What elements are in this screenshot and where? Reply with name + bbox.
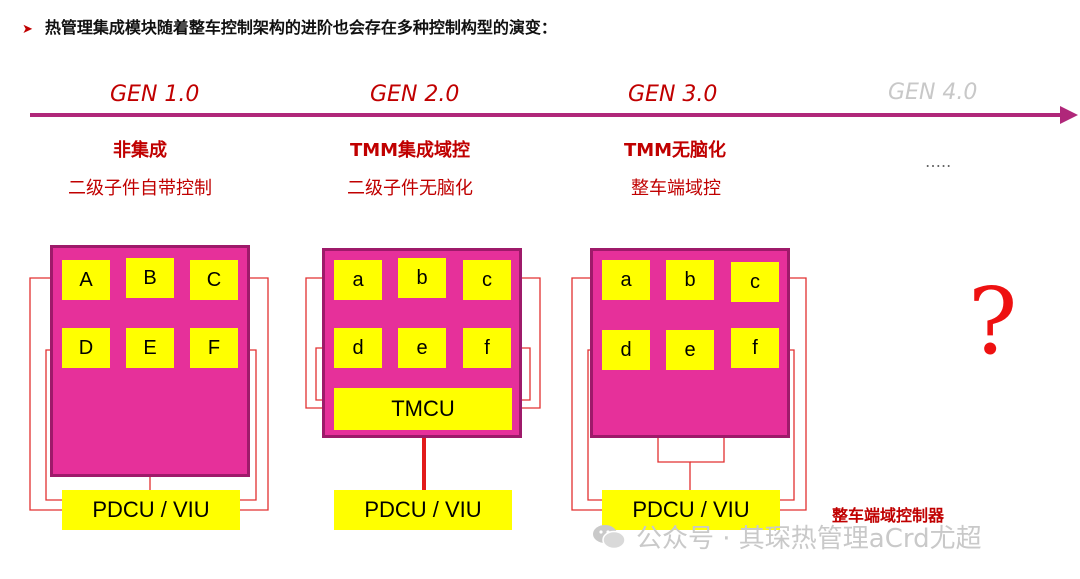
gen4-ellipsis: ….. — [925, 152, 952, 171]
gen3-pdcu-viu: PDCU / VIU — [602, 490, 780, 530]
bullet-arrow-icon: ➤ — [22, 22, 33, 37]
gen2-tmcu: TMCU — [334, 388, 512, 430]
watermark-text: 公众号 · 其琛热管理aCrd尤超 — [636, 524, 982, 554]
headline-text: 热管理集成模块随着整车控制架构的进阶也会存在多种控制构型的演变： — [44, 18, 557, 37]
gen3-subtitle: 整车端域控 — [631, 178, 721, 199]
gen4-question-mark: ? — [968, 268, 1018, 375]
gen-label-3: GEN 3.0 — [628, 82, 718, 107]
gen3-cell-d: d — [602, 330, 650, 370]
gen1-pdcu-viu: PDCU / VIU — [62, 490, 240, 530]
gen1-cell-e: E — [126, 328, 174, 368]
gen-label-1: GEN 1.0 — [110, 82, 200, 107]
timeline-arrowhead-icon — [1060, 106, 1078, 124]
gen-label-2: GEN 2.0 — [370, 82, 460, 107]
gen2-title: TMM集成域控 — [349, 140, 471, 161]
gen3-domain-controller-label: 整车端域控制器 — [832, 506, 945, 525]
gen1-cell-f: F — [190, 328, 238, 368]
gen1-cell-a: A — [62, 260, 110, 300]
gen2-cell-f: f — [463, 328, 511, 368]
gen3-cell-e: e — [666, 330, 714, 370]
gen3-cell-b: b — [666, 260, 714, 300]
gen-label-4: GEN 4.0 — [888, 80, 978, 105]
gen2-cell-a: a — [334, 260, 382, 300]
gen1-subtitle: 二级子件自带控制 — [68, 178, 212, 199]
wechat-icon — [593, 524, 626, 549]
gen2-cell-c: c — [463, 260, 511, 300]
gen2-pdcu-viu: PDCU / VIU — [334, 490, 512, 530]
gen3-cell-c: c — [731, 262, 779, 302]
watermark: 公众号 · 其琛热管理aCrd尤超 — [592, 518, 982, 555]
gen3-title: TMM无脑化 — [623, 140, 727, 161]
gen1-cell-d: D — [62, 328, 110, 368]
gen2-cell-d: d — [334, 328, 382, 368]
gen2-cell-e: e — [398, 328, 446, 368]
gen3-cell-a: a — [602, 260, 650, 300]
gen1-title: 非集成 — [113, 140, 167, 161]
gen1-cell-b: B — [126, 258, 174, 298]
headline: ➤ 热管理集成模块随着整车控制架构的进阶也会存在多种控制构型的演变： — [22, 14, 557, 38]
gen2-cell-b: b — [398, 258, 446, 298]
gen1-cell-c: C — [190, 260, 238, 300]
gen3-cell-f: f — [731, 328, 779, 368]
gen2-subtitle: 二级子件无脑化 — [347, 178, 473, 199]
